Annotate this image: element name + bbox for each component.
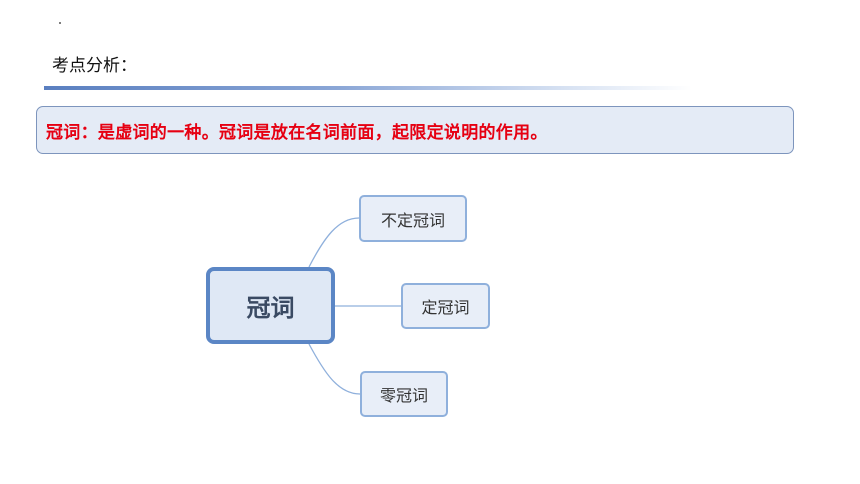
node-label: 不定冠词 [380,210,445,230]
heading-underline [44,86,692,90]
mindmap-node-definite-article: 定冠词 [401,283,490,329]
node-label: 定冠词 [421,298,470,317]
center-node-label: 冠词 [246,294,295,322]
mindmap-node-indefinite-article: 不定冠词 [359,195,467,242]
node-label: 零冠词 [379,386,428,405]
connector-to-zero-article [308,343,361,395]
definition-box: 冠词：是虚词的一种。冠词是放在名词前面，起限定说明的作用。 [36,106,794,154]
connector-to-indefinite-article [308,217,360,268]
definition-text: 冠词：是虚词的一种。冠词是放在名词前面，起限定说明的作用。 [46,122,548,143]
mindmap-center-node: 冠词 [206,267,335,344]
mindmap-node-zero-article: 零冠词 [360,371,448,417]
section-heading: 考点分析： [52,56,137,76]
decorative-dot [59,22,61,24]
